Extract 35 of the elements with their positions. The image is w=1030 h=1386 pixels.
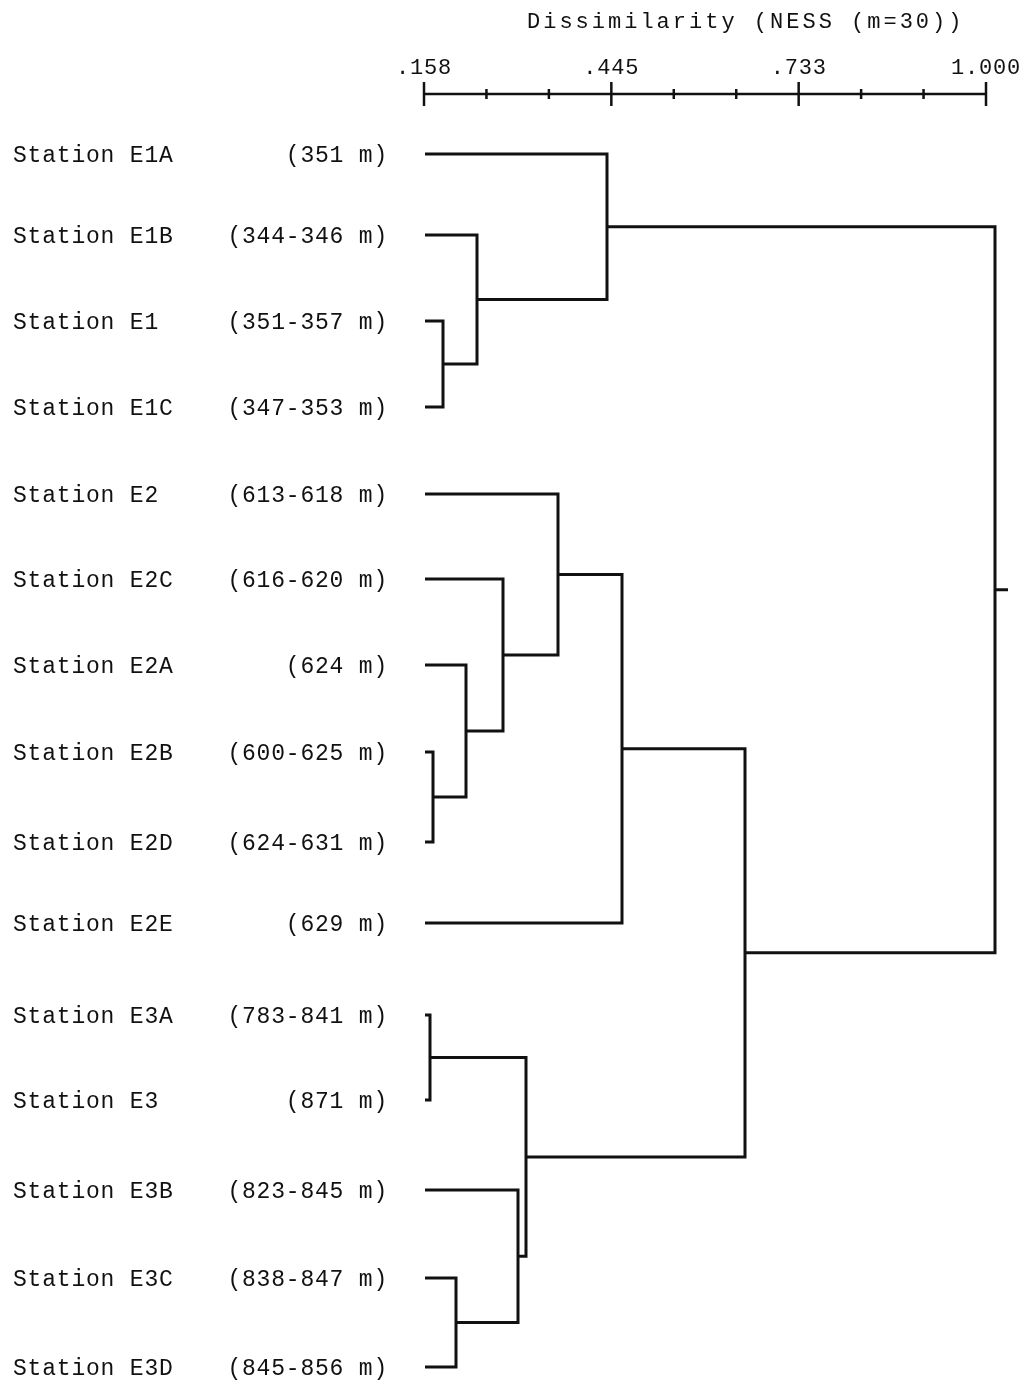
depth-range: (351-357 m) [227, 310, 388, 336]
tick-label: .445 [582, 56, 641, 82]
depth-range: (616-620 m) [227, 568, 388, 594]
axis-title: Dissimilarity (NESS (m=30)) [527, 10, 965, 36]
station-name: Station E1 [13, 310, 160, 336]
depth-range: (629 m) [285, 912, 388, 938]
station-name: Station E3 [13, 1089, 160, 1115]
station-name: Station E3D [13, 1356, 174, 1382]
station-name: Station E2D [13, 831, 174, 857]
station-name: Station E3C [13, 1267, 174, 1293]
tick-label: .733 [769, 56, 828, 82]
station-name: Station E2C [13, 568, 174, 594]
depth-range: (823-845 m) [227, 1179, 388, 1205]
station-name: Station E1A [13, 143, 174, 169]
station-name: Station E3B [13, 1179, 174, 1205]
depth-range: (871 m) [285, 1089, 388, 1115]
tick-label: 1.000 [950, 56, 1022, 82]
station-name: Station E2E [13, 912, 174, 938]
station-name: Station E2A [13, 654, 174, 680]
station-name: Station E3A [13, 1004, 174, 1030]
station-name: Station E2 [13, 483, 160, 509]
depth-range: (613-618 m) [227, 483, 388, 509]
depth-range: (351 m) [285, 143, 388, 169]
station-name: Station E1C [13, 396, 174, 422]
depth-range: (783-841 m) [227, 1004, 388, 1030]
depth-range: (845-856 m) [227, 1356, 388, 1382]
depth-range: (624 m) [285, 654, 388, 680]
depth-range: (344-346 m) [227, 224, 388, 250]
station-name: Station E2B [13, 741, 174, 767]
tick-label: .158 [395, 56, 453, 82]
station-name: Station E1B [13, 224, 174, 250]
depth-range: (347-353 m) [227, 396, 388, 422]
depth-range: (624-631 m) [227, 831, 388, 857]
depth-range: (838-847 m) [227, 1267, 388, 1293]
depth-range: (600-625 m) [227, 741, 388, 767]
